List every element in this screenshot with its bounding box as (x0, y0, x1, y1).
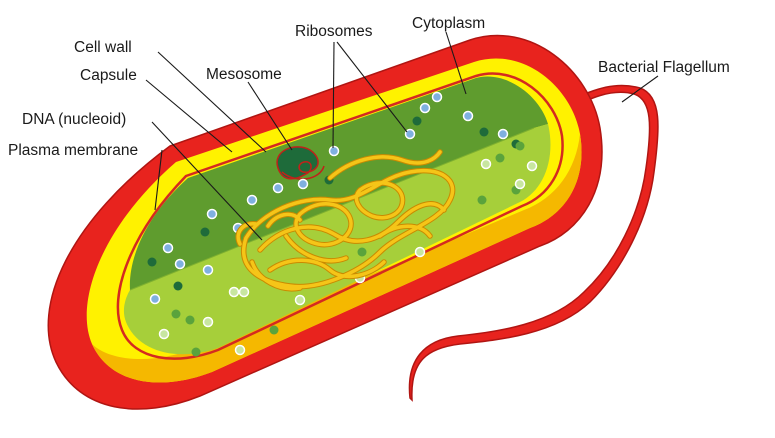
label-plasma-membrane: Plasma membrane (8, 142, 138, 159)
dna-nucleoid (235, 149, 456, 292)
plasma-membrane (116, 72, 564, 360)
label-ribosomes: Ribosomes (295, 23, 373, 40)
bacterial-flagellum (408, 84, 659, 402)
leader-plasma-membrane (154, 149, 163, 211)
leader-mesosome (247, 81, 293, 151)
mesosome (276, 146, 325, 180)
leader-capsule (145, 79, 233, 153)
label-flagellum: Bacterial Flagellum (598, 59, 730, 76)
label-capsule: Capsule (80, 67, 137, 84)
cut-membrane-edge (129, 127, 535, 291)
label-dna: DNA (nucleoid) (22, 111, 126, 128)
leader-lines (145, 31, 659, 241)
label-mesosome: Mesosome (206, 66, 282, 83)
ribosomes-dark (149, 91, 509, 305)
light-particles (171, 141, 525, 357)
leader-dna (151, 121, 263, 241)
leader-ribosomes-a (332, 41, 335, 149)
label-cytoplasm: Cytoplasm (412, 15, 485, 32)
leader-ribosomes-b (336, 41, 408, 133)
leader-flagellum (621, 75, 659, 103)
leader-cytoplasm (445, 31, 467, 95)
leader-cell-wall (157, 51, 267, 153)
cytoplasm-dark (129, 76, 548, 290)
label-cell-wall: Cell wall (74, 39, 132, 56)
